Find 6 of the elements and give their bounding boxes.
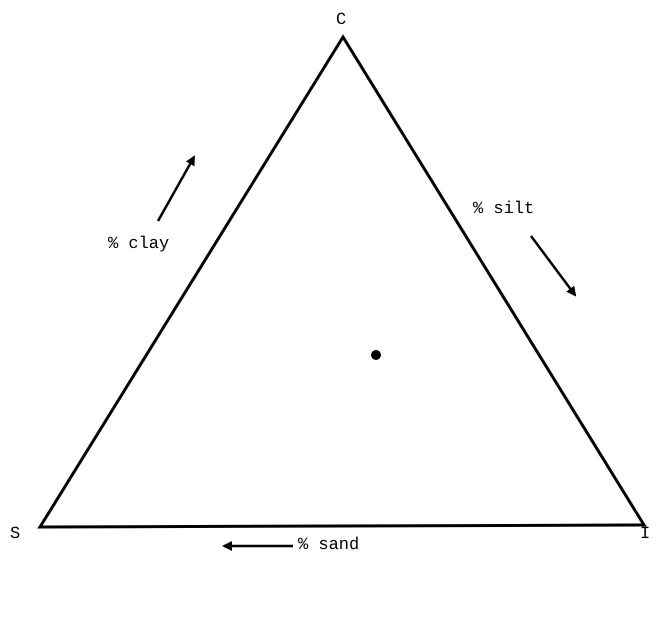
- axis-label: % silt: [473, 200, 534, 220]
- vertex-label: S: [10, 525, 20, 545]
- axis-label: % clay: [108, 235, 170, 255]
- axis-label: % sand: [298, 536, 360, 556]
- vertex-label: I: [640, 525, 650, 545]
- vertex-label: C: [336, 11, 346, 31]
